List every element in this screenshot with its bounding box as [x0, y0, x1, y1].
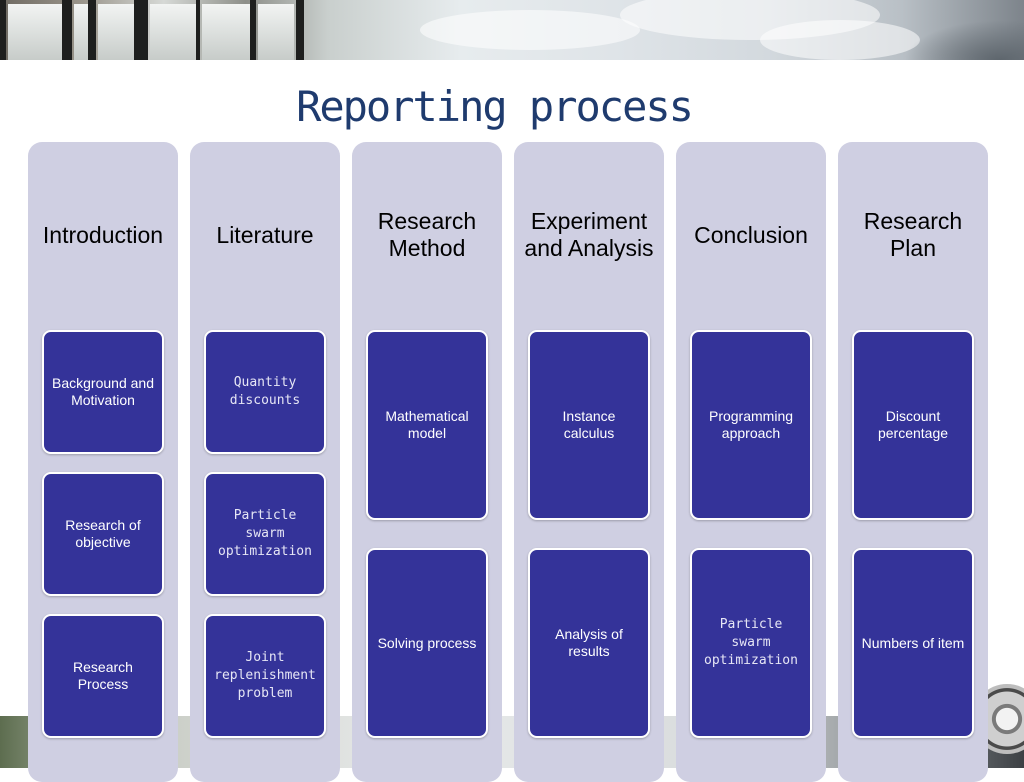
- column-heading: Conclusion: [694, 221, 808, 248]
- process-step-box: Instance calculus: [528, 330, 650, 520]
- process-column-experiment-analysis: Experiment and Analysis Instance calculu…: [514, 142, 664, 782]
- process-column-research-plan: Research Plan Discount percentage Number…: [838, 142, 988, 782]
- process-column-introduction: Introduction Background and Motivation R…: [28, 142, 178, 782]
- process-step-box: Solving process: [366, 548, 488, 738]
- process-step-box: Numbers of item: [852, 548, 974, 738]
- header-photo-banner: [0, 0, 1024, 60]
- page-title: Reporting process: [296, 82, 694, 131]
- process-step-box: Background and Motivation: [42, 330, 164, 454]
- process-column-literature: Literature Quantity discounts Particle s…: [190, 142, 340, 782]
- process-step-box: Particle swarm optimization: [690, 548, 812, 738]
- process-step-box: Research of objective: [42, 472, 164, 596]
- process-step-box: Analysis of results: [528, 548, 650, 738]
- process-column-conclusion: Conclusion Programming approach Particle…: [676, 142, 826, 782]
- column-heading: Literature: [216, 221, 314, 248]
- process-step-box: Programming approach: [690, 330, 812, 520]
- column-heading: Introduction: [42, 221, 164, 248]
- column-heading: Research Method: [377, 208, 477, 261]
- process-column-research-method: Research Method Mathematical model Solvi…: [352, 142, 502, 782]
- process-step-box: Discount percentage: [852, 330, 974, 520]
- process-step-box: Joint replenishment problem: [204, 614, 326, 738]
- column-heading: Research Plan: [863, 208, 963, 261]
- process-step-box: Mathematical model: [366, 330, 488, 520]
- process-step-box: Research Process: [42, 614, 164, 738]
- process-step-box: Particle swarm optimization: [204, 472, 326, 596]
- process-step-box: Quantity discounts: [204, 330, 326, 454]
- column-heading: Experiment and Analysis: [524, 208, 654, 261]
